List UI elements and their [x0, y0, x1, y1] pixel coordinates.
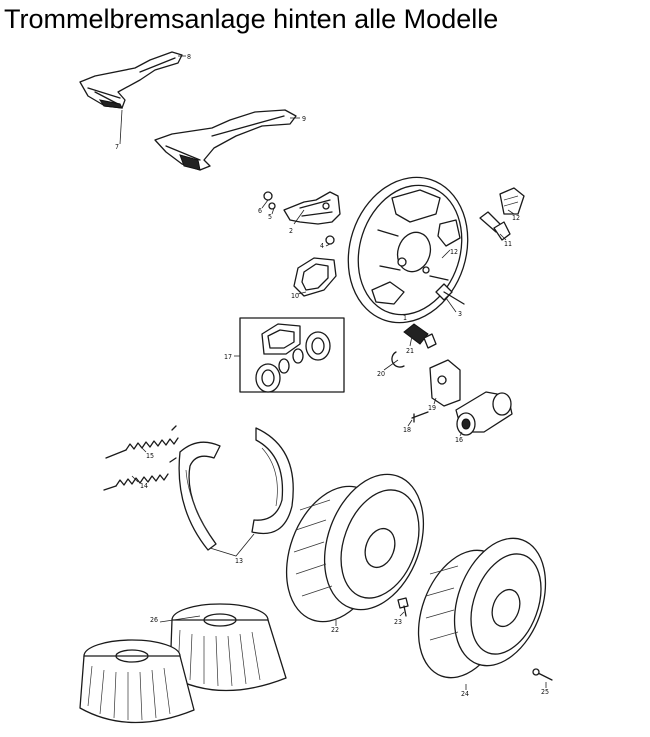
finned-brake-drum-rear [169, 603, 287, 692]
drum-screw-23 [397, 597, 409, 617]
part-number-26: 26 [150, 616, 158, 624]
brake-lever-arm-lower [154, 109, 297, 171]
drum-screw-25 [532, 668, 553, 681]
part-number-2: 2 [289, 227, 293, 235]
wheel-brake-cylinder [455, 391, 513, 436]
part-number-16: 16 [455, 436, 463, 444]
part-number-8: 8 [187, 53, 191, 61]
part-number-19: 19 [428, 404, 436, 412]
part-number-3: 3 [458, 310, 462, 318]
anchor-bracket [263, 191, 341, 245]
part-number-9: 9 [302, 115, 306, 123]
leader-lines [119, 55, 547, 690]
brake-shoe-left [178, 441, 221, 551]
part-number-14: 14 [140, 482, 148, 490]
dust-cover [293, 257, 337, 297]
part-number-23: 23 [394, 618, 402, 626]
part-number-10: 10 [291, 292, 299, 300]
part-number-22: 22 [331, 626, 339, 634]
part-number-18: 18 [403, 426, 411, 434]
part-number-labels: 8 7 9 2 6 5 4 12 12 11 10 1 3 17 21 20 1… [115, 53, 549, 698]
repair-kit-box [239, 317, 345, 393]
part-number-1: 1 [403, 314, 407, 322]
part-number-12a: 12 [512, 214, 520, 222]
part-number-12b: 12 [450, 248, 458, 256]
part-number-13: 13 [235, 557, 243, 565]
part-number-15: 15 [146, 452, 154, 460]
return-spring-lower [103, 457, 177, 491]
part-number-6: 6 [258, 207, 262, 215]
brake-lever-arm-upper [79, 51, 183, 109]
part-number-11: 11 [504, 240, 512, 248]
part-number-5: 5 [268, 213, 272, 221]
cylinder-screw [411, 411, 429, 423]
brake-drum-22 [285, 473, 425, 623]
brake-backing-plate [347, 176, 469, 324]
part-number-7: 7 [115, 143, 119, 151]
bleed-valve [403, 323, 437, 349]
finned-brake-drum-front [79, 639, 195, 724]
part-number-4: 4 [320, 242, 324, 250]
part-number-17: 17 [224, 353, 232, 361]
part-number-21: 21 [406, 347, 414, 355]
part-number-24: 24 [461, 690, 469, 698]
bleeder-screw [479, 211, 511, 241]
return-spring-upper [105, 425, 179, 459]
cylinder-gasket [429, 359, 461, 407]
diagram-title: Trommelbremsanlage hinten alle Modelle [4, 4, 499, 34]
adjuster-block [499, 187, 525, 215]
brake-shoe-right [251, 427, 294, 535]
part-number-20: 20 [377, 370, 385, 378]
mounting-bolt [435, 283, 465, 305]
brake-drum-24 [417, 537, 547, 679]
retaining-clip [391, 351, 405, 368]
part-number-25: 25 [541, 688, 549, 696]
